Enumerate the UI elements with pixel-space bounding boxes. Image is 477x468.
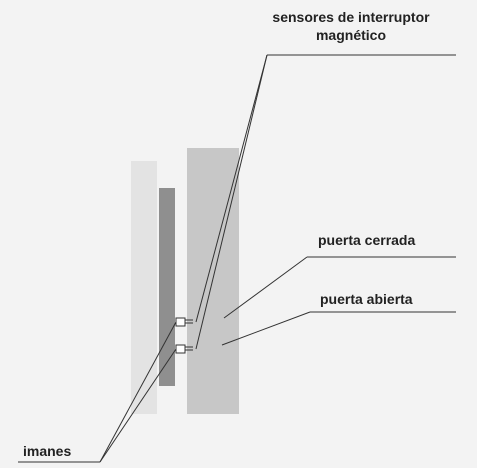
magnets-label: imanes (23, 443, 72, 459)
closed-door-label: puerta cerrada (318, 232, 416, 248)
door-panel (159, 188, 175, 386)
sensors-leader-lines (195, 54, 456, 350)
closed-door-leader-line (223, 256, 456, 319)
open-door-label: puerta abierta (320, 291, 413, 307)
magnets-leader-lines (18, 321, 177, 463)
sensors-label: sensores de interruptor magnético (272, 9, 430, 43)
open-door-leader-line (221, 311, 456, 346)
door-frame-panel (131, 161, 157, 414)
